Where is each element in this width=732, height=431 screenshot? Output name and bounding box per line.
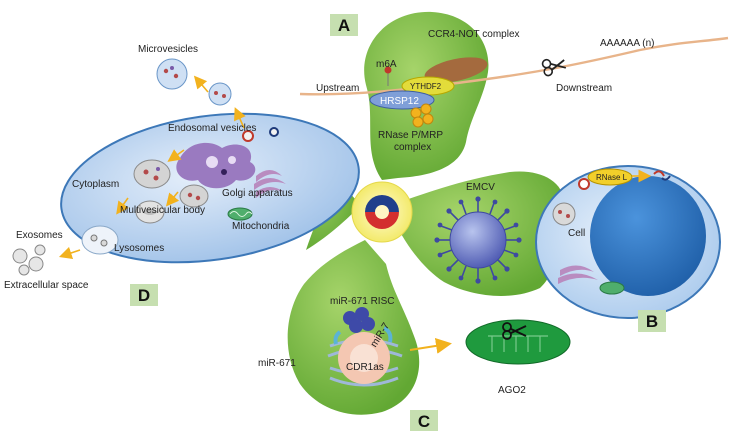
label-mitochondria: Mitochondria — [232, 221, 290, 232]
label-downstream: Downstream — [556, 83, 612, 94]
label-golgi: Golgi apparatus — [222, 188, 293, 199]
panel-label-c: C — [410, 410, 438, 431]
label-rnase-mrp-2: complex — [394, 142, 431, 153]
label-rnase-l: RNase L — [596, 173, 628, 182]
multivesicular-body-2 — [179, 184, 209, 208]
label-emcv: EMCV — [466, 182, 495, 193]
panel-letter-c: C — [418, 412, 430, 431]
cdr1as-sponge — [327, 307, 452, 387]
panel-label-d: D — [130, 284, 158, 306]
label-upstream: Upstream — [316, 83, 359, 94]
panel-letter-a: A — [338, 16, 350, 35]
label-multivesicular: Multivesicular body — [120, 205, 205, 216]
label-mir671: miR-671 — [258, 358, 296, 369]
panel-letter-d: D — [138, 286, 150, 305]
label-cdr1as: CDR1as — [346, 362, 384, 373]
panel-label-a: A — [330, 14, 358, 36]
ccr4-not-complex — [424, 57, 488, 83]
mitochondrion — [227, 207, 253, 221]
hrsp12 — [369, 90, 435, 110]
scissors-icon-c — [502, 322, 527, 340]
mir671-risc — [343, 307, 375, 333]
left-cell-membrane — [60, 112, 360, 264]
label-microvesicles: Microvesicles — [138, 44, 198, 55]
label-cytoplasm: Cytoplasm — [72, 179, 119, 190]
label-ythdf2: YTHDF2 — [410, 82, 442, 91]
emcv-virus — [434, 196, 522, 284]
ago2 — [465, 319, 571, 365]
multivesicular-body — [133, 159, 171, 189]
label-poly-a: AAAAAA (n) — [600, 38, 654, 49]
label-ago2: AGO2 — [498, 385, 526, 396]
endosomal-vesicle — [242, 130, 254, 142]
panel-label-b: B — [638, 310, 666, 332]
circrna-hub — [351, 181, 413, 243]
label-m6a: m6A — [376, 59, 397, 70]
label-hrsp12: HRSP12 — [380, 96, 419, 107]
m6a-marker — [384, 66, 392, 74]
exosomes — [12, 225, 119, 276]
label-extracellular: Extracellular space — [4, 280, 89, 291]
label-cell: Cell — [568, 228, 585, 239]
golgi-apparatus — [254, 170, 286, 198]
microvesicles — [156, 58, 232, 106]
label-ccr4-not: CCR4-NOT complex — [428, 29, 520, 40]
leaf-d — [296, 132, 356, 250]
label-lysosomes: Lysosomes — [114, 243, 164, 254]
infected-cell — [535, 165, 721, 319]
exosome-cell — [58, 75, 360, 264]
scissors-icon-a — [541, 58, 567, 77]
label-mir671-risc: miR-671 RISC — [330, 296, 394, 307]
label-exosomes: Exosomes — [16, 230, 63, 241]
label-endosomal-vesicles: Endosomal vesicles — [168, 123, 256, 134]
label-rnase-mrp-1: RNase P/MRP — [378, 130, 443, 141]
mrna-strand — [299, 36, 729, 128]
rnase-mrp-complex — [410, 103, 434, 128]
nucleus — [590, 176, 706, 296]
rnase-l — [587, 168, 633, 186]
panel-letter-b: B — [646, 312, 658, 331]
